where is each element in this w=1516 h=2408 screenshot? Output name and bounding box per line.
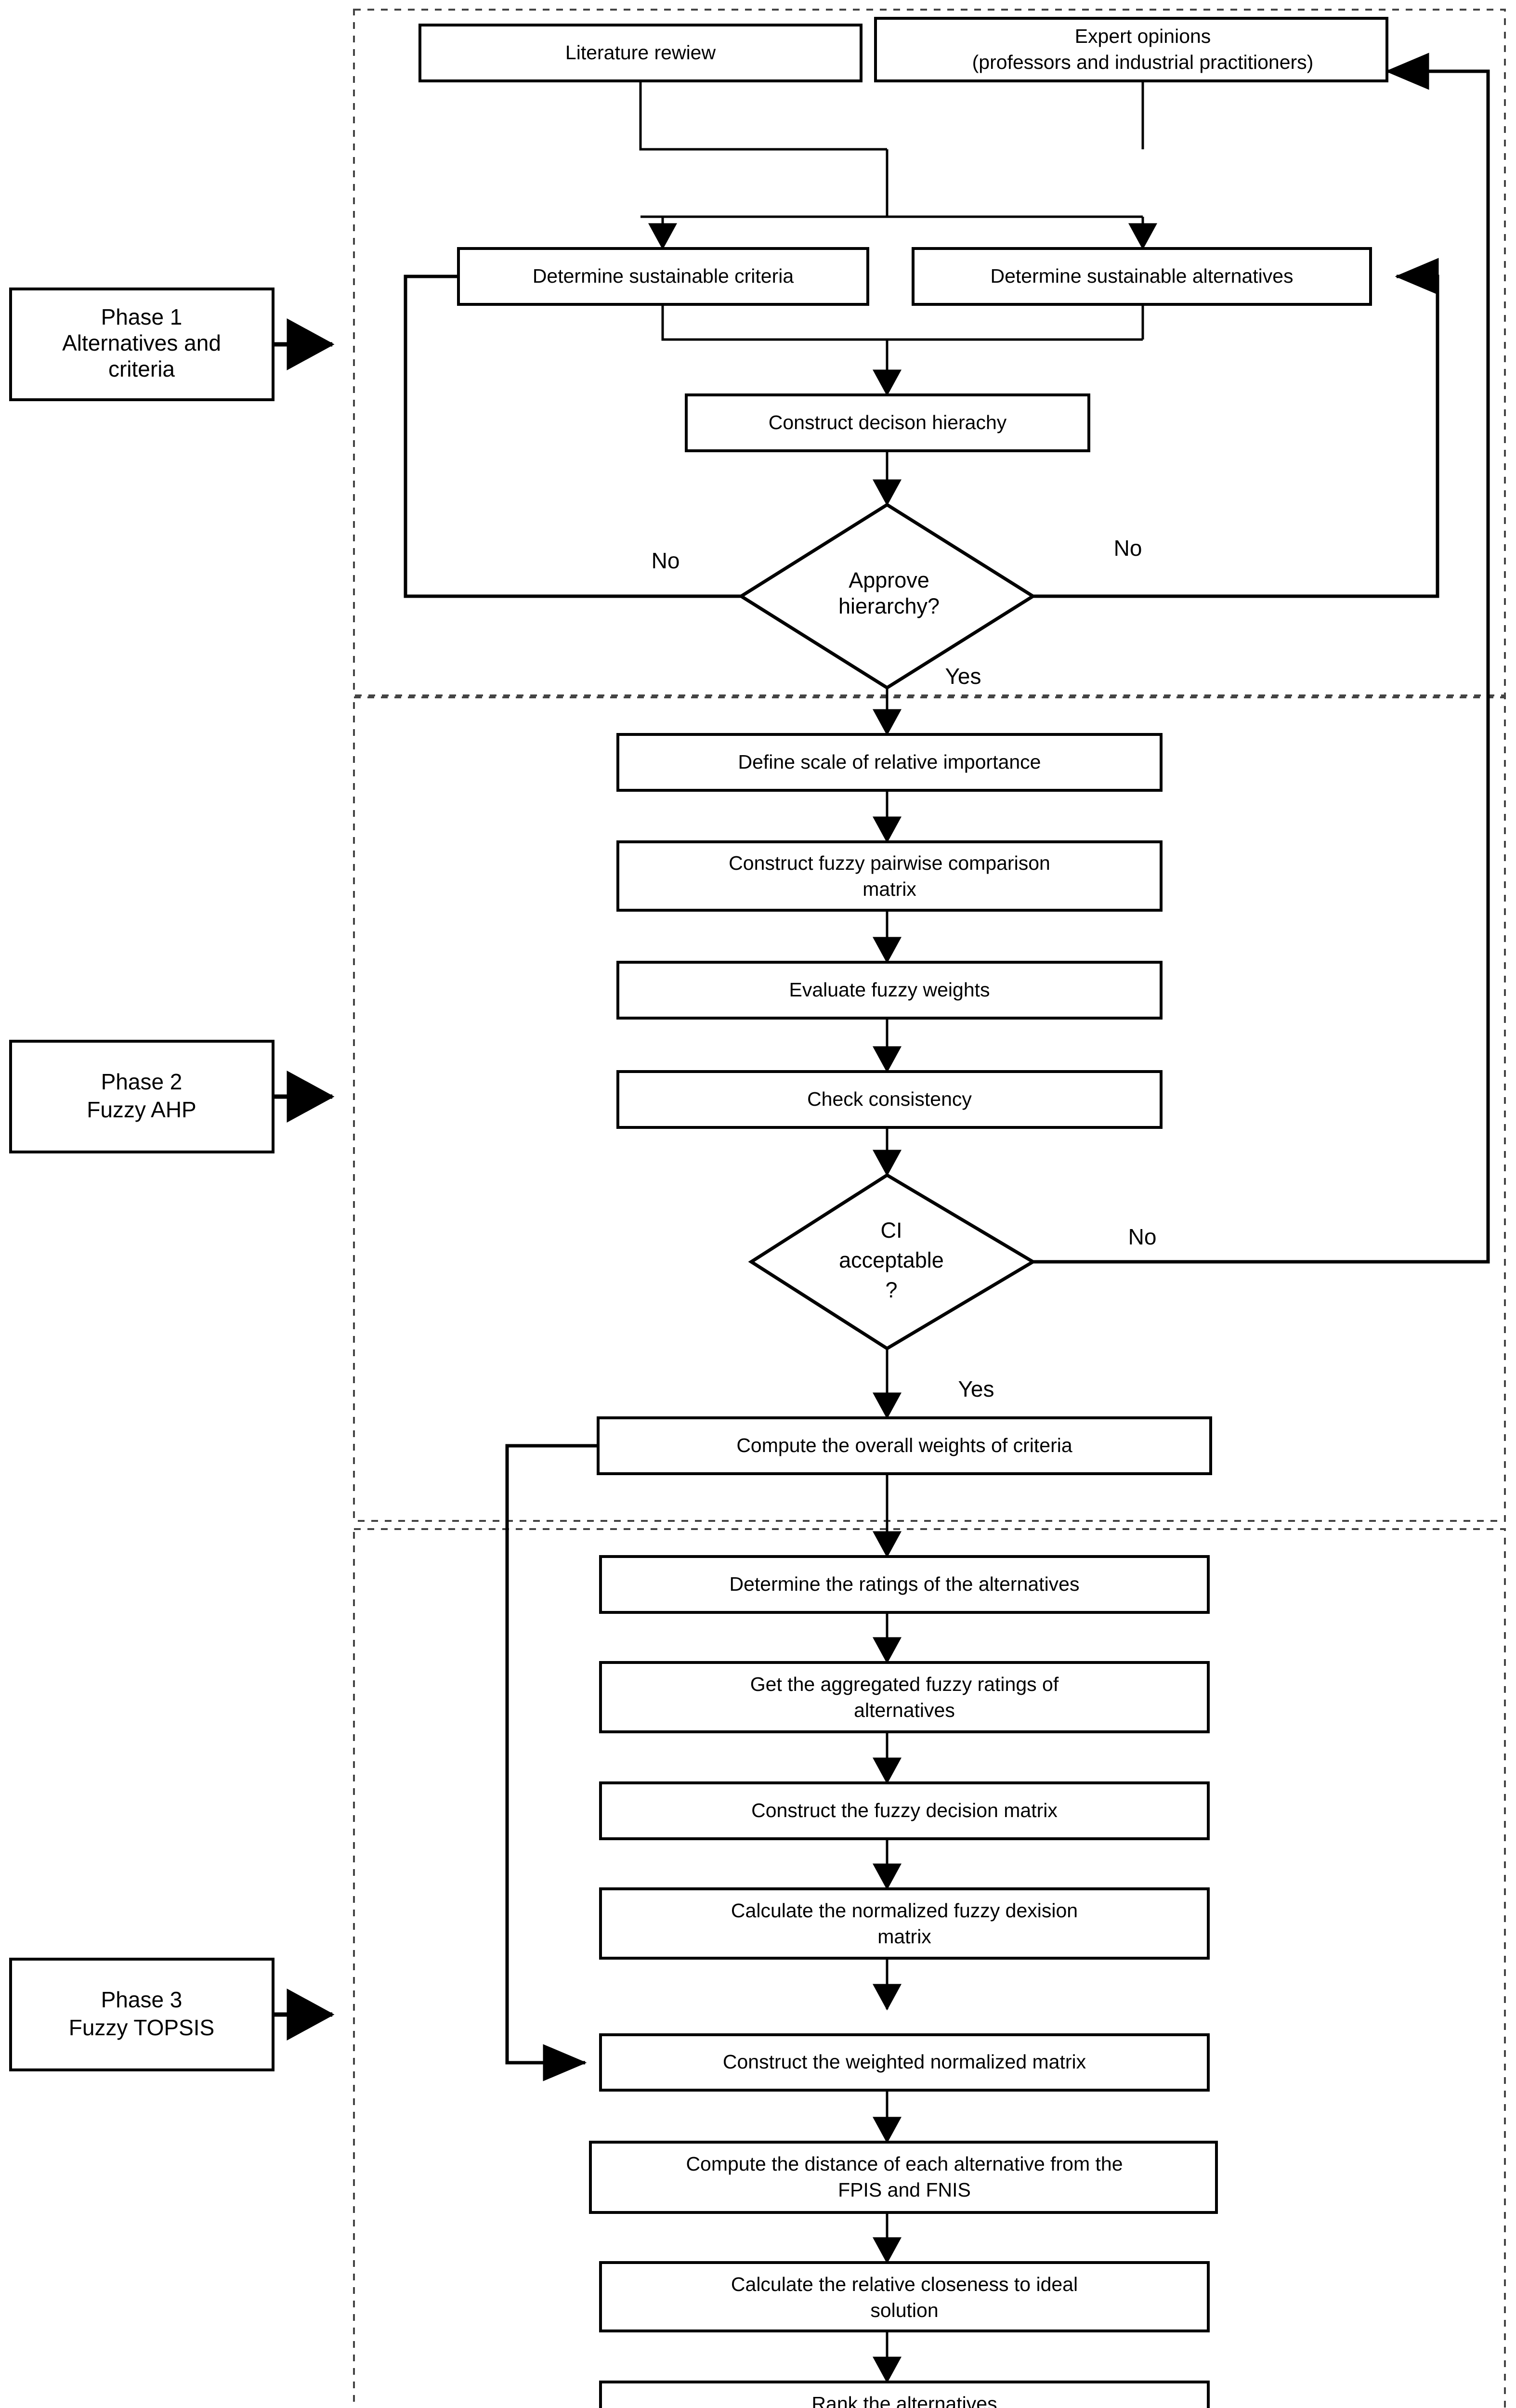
phase-label-box-3: Phase 3 Fuzzy TOPSIS <box>9 1958 335 2071</box>
relative-closeness-label-line2: solution <box>870 2299 938 2321</box>
phase2-label-line2: Fuzzy AHP <box>87 1097 196 1122</box>
node-define-scale[interactable]: Define scale of relative importance <box>616 733 1163 792</box>
phase-label-box-2: Phase 2 Fuzzy AHP <box>9 1040 335 1153</box>
node-weighted-normalized-matrix[interactable]: Construct the weighted normalized matrix <box>599 2033 1210 2092</box>
node-relative-closeness[interactable]: Calculate the relative closeness to idea… <box>599 2261 1210 2332</box>
determine-alternatives-label: Determine sustainable alternatives <box>991 265 1294 287</box>
ci-acceptable-label-line1: CI <box>881 1218 902 1243</box>
phase2-connectors <box>505 52 1490 2081</box>
node-rank-alternatives[interactable]: Rank the alternatives (find the best sol… <box>599 2381 1210 2408</box>
normalized-matrix-label-line1: Calculate the normalized fuzzy dexision <box>731 1899 1078 1922</box>
node-pairwise-matrix[interactable]: Construct fuzzy pairwise comparison matr… <box>616 840 1163 912</box>
edge-label-yes-phase2: Yes <box>958 1376 994 1401</box>
define-scale-label: Define scale of relative importance <box>738 751 1041 773</box>
node-evaluate-weights[interactable]: Evaluate fuzzy weights <box>616 961 1163 1020</box>
approve-hierarchy-label-line1: Approve <box>849 568 929 592</box>
node-determine-criteria[interactable]: Determine sustainable criteria <box>457 247 869 306</box>
fuzzy-decision-matrix-label: Construct the fuzzy decision matrix <box>751 1799 1058 1821</box>
phase2-container <box>353 696 1506 1522</box>
overall-weights-label: Compute the overall weights of criteria <box>736 1434 1072 1456</box>
pairwise-matrix-label-line1: Construct fuzzy pairwise comparison <box>729 852 1050 874</box>
edge-label-no-right-phase1: No <box>1114 536 1142 561</box>
weighted-normalized-matrix-label: Construct the weighted normalized matrix <box>723 2051 1086 2073</box>
phase1-container <box>353 9 1506 696</box>
phase1-label-line1: Phase 1 <box>101 304 183 329</box>
relative-closeness-label-line1: Calculate the relative closeness to idea… <box>731 2273 1078 2295</box>
distance-fpis-fnis-label-line1: Compute the distance of each alternative… <box>686 2153 1123 2175</box>
approve-hierarchy-label-line2: hierarchy? <box>838 594 940 618</box>
normalized-matrix-label-line2: matrix <box>877 1925 931 1948</box>
phase1-label-line3: criteria <box>108 356 175 381</box>
determine-criteria-label: Determine sustainable criteria <box>533 265 794 287</box>
node-construct-hierarchy[interactable]: Construct decison hierachy <box>685 393 1090 452</box>
node-approve-hierarchy[interactable]: Approve hierarchy? <box>738 502 1036 690</box>
node-expert-opinions[interactable]: Expert opinions (professors and industri… <box>874 17 1388 82</box>
lit-review-label: Literature rewiew <box>565 41 716 64</box>
node-ci-acceptable[interactable]: CI acceptable ? <box>748 1173 1036 1351</box>
phase2-label-line1: Phase 2 <box>101 1069 183 1094</box>
phase1-label-line2: Alternatives and <box>62 330 221 355</box>
evaluate-weights-label: Evaluate fuzzy weights <box>789 979 990 1001</box>
node-check-consistency[interactable]: Check consistency <box>616 1070 1163 1129</box>
ci-acceptable-label-line3: ? <box>885 1278 897 1302</box>
rank-alternatives-label-line1: Rank the alternatives <box>811 2393 997 2408</box>
node-lit-review[interactable]: Literature rewiew <box>418 24 863 82</box>
edge-label-yes-phase1: Yes <box>945 664 981 689</box>
node-determine-ratings[interactable]: Determine the ratings of the alternative… <box>599 1555 1210 1614</box>
aggregated-ratings-label-line1: Get the aggregated fuzzy ratings of <box>750 1673 1059 1695</box>
phase-label-box-1: Phase 1 Alternatives and criteria <box>9 288 335 401</box>
expert-opinions-label-line1: Expert opinions <box>1075 25 1211 47</box>
node-determine-alternatives[interactable]: Determine sustainable alternatives <box>912 247 1372 306</box>
node-aggregated-ratings[interactable]: Get the aggregated fuzzy ratings of alte… <box>599 1661 1210 1733</box>
edge-label-no-left-phase1: No <box>652 548 680 573</box>
construct-hierarchy-label: Construct decison hierachy <box>769 411 1007 433</box>
pairwise-matrix-label-line2: matrix <box>863 878 916 900</box>
node-fuzzy-decision-matrix[interactable]: Construct the fuzzy decision matrix <box>599 1781 1210 1840</box>
distance-fpis-fnis-label-line2: FPIS and FNIS <box>838 2179 971 2201</box>
ci-acceptable-label-line2: acceptable <box>839 1248 944 1272</box>
phase3-container <box>353 1528 1506 2408</box>
check-consistency-label: Check consistency <box>807 1088 972 1110</box>
aggregated-ratings-label-line2: alternatives <box>854 1699 955 1721</box>
determine-ratings-label: Determine the ratings of the alternative… <box>730 1573 1080 1595</box>
edge-label-no-right-phase2: No <box>1128 1224 1157 1249</box>
node-normalized-matrix[interactable]: Calculate the normalized fuzzy dexision … <box>599 1887 1210 1960</box>
node-overall-weights[interactable]: Compute the overall weights of criteria <box>597 1416 1212 1475</box>
phase3-label-line1: Phase 3 <box>101 1987 183 2012</box>
expert-opinions-label-line2: (professors and industrial practitioners… <box>972 51 1314 73</box>
node-distance-fpis-fnis[interactable]: Compute the distance of each alternative… <box>589 2141 1218 2214</box>
phase3-label-line2: Fuzzy TOPSIS <box>69 2015 215 2040</box>
